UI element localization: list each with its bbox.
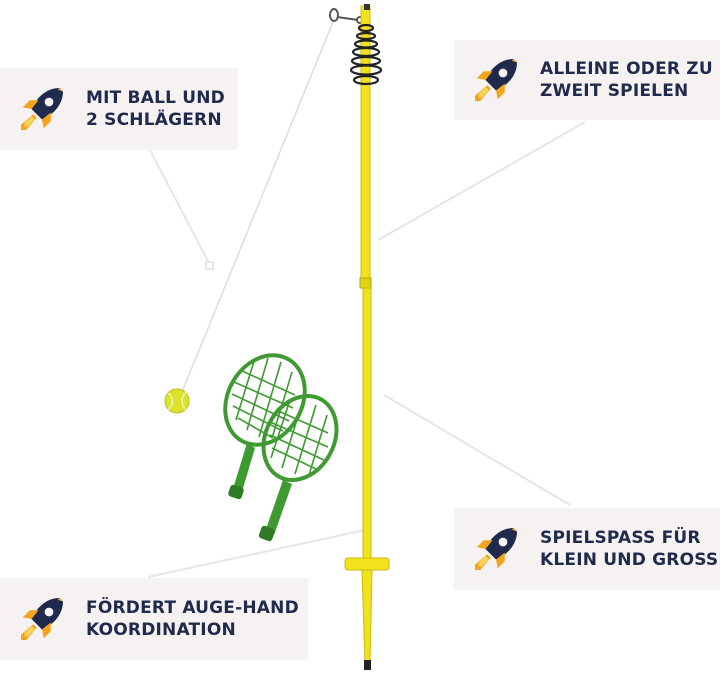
tether-pole xyxy=(344,4,390,670)
rocket-icon xyxy=(468,521,524,577)
swivel-clip xyxy=(329,8,364,24)
callout-label: MIT BALL UND 2 SCHLÄGERN xyxy=(86,88,225,130)
callout-label: FÖRDERT AUGE-HAND KOORDINATION xyxy=(86,598,299,640)
callout-label: ALLEINE ODER ZU ZWEIT SPIELEN xyxy=(540,59,713,101)
callout-alone-or-two: ALLEINE ODER ZU ZWEIT SPIELEN xyxy=(454,40,720,120)
callout-fun-for-all: SPIELSPASS FÜR KLEIN UND GROSS xyxy=(454,508,720,590)
tether-string xyxy=(181,21,334,393)
rocket-icon xyxy=(468,52,524,108)
spring-coil xyxy=(349,23,383,86)
rocket-icon xyxy=(14,591,70,647)
callout-ball-and-rackets: MIT BALL UND 2 SCHLÄGERN xyxy=(0,68,238,150)
rocket-icon xyxy=(14,81,70,137)
callout-label: SPIELSPASS FÜR KLEIN UND GROSS xyxy=(540,528,719,570)
callout-hand-eye: FÖRDERT AUGE-HAND KOORDINATION xyxy=(0,578,308,660)
pointer-lines xyxy=(147,121,586,578)
racket-front xyxy=(258,393,339,542)
